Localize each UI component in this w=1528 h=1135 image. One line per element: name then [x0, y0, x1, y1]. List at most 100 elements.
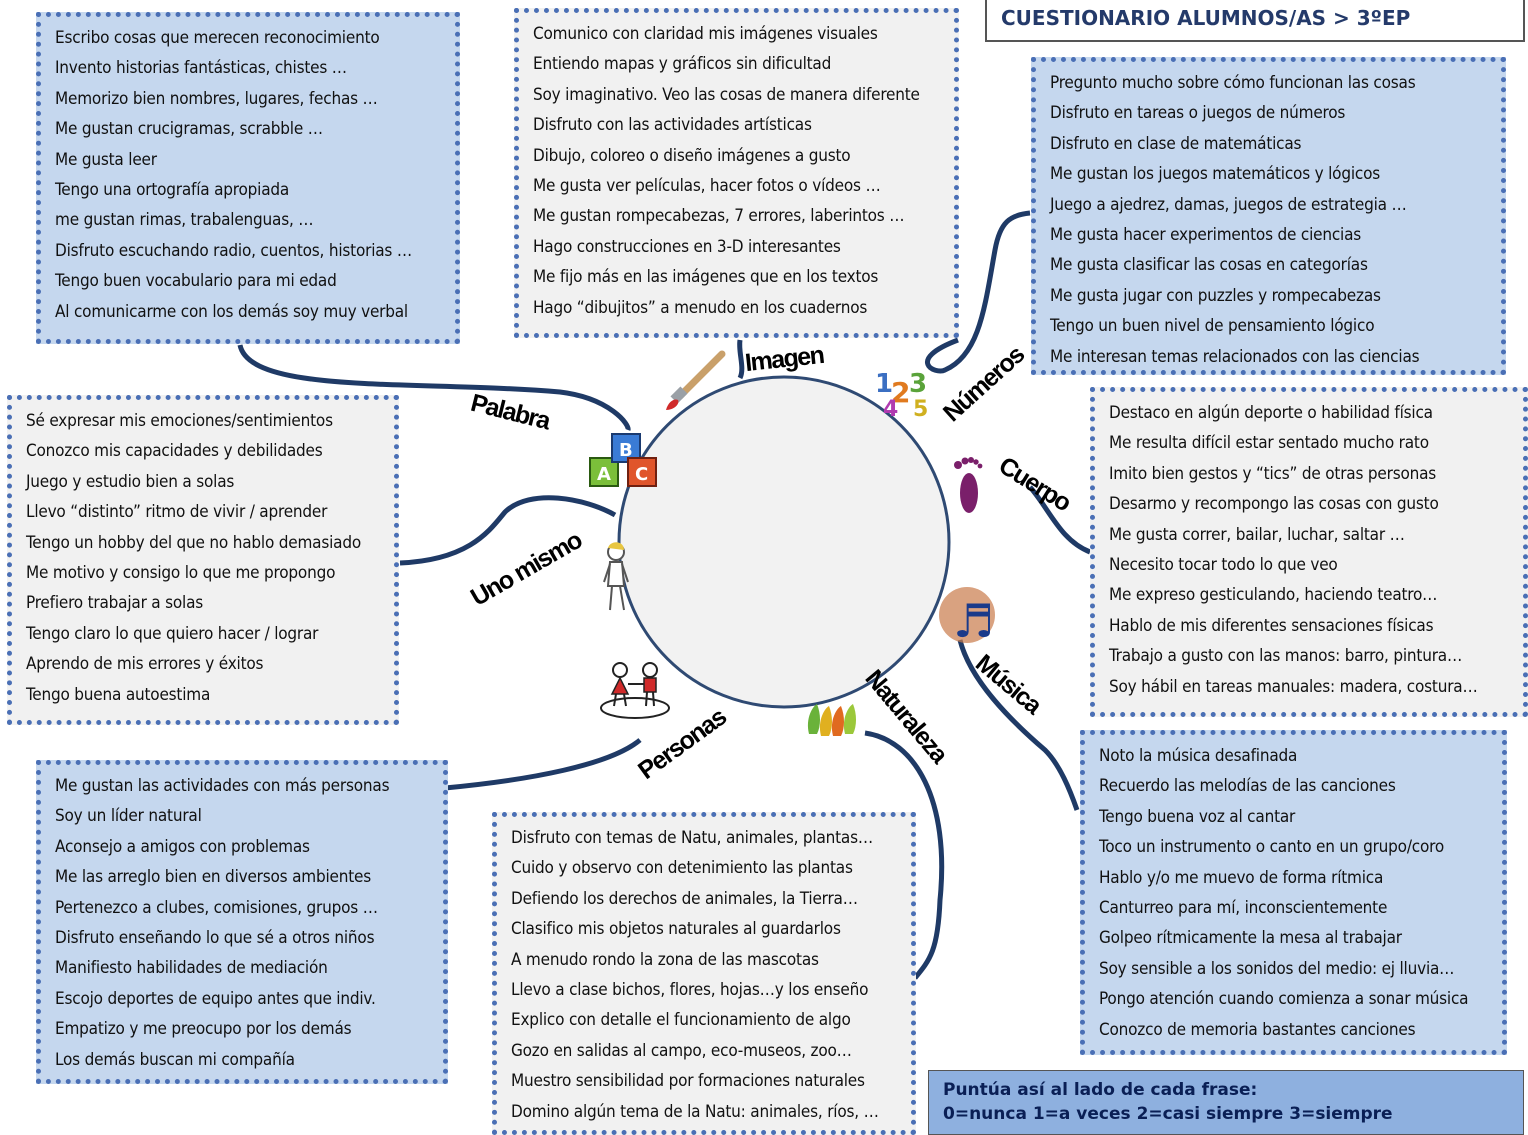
list-item: Aprendo de mis errores y éxitos [26, 654, 264, 675]
connector-uno-mismo [399, 495, 617, 566]
list-item: Manifiesto habilidades de mediación [55, 958, 328, 979]
box-cuerpo: Destaco en algún deporte o habilidad fís… [1090, 387, 1528, 717]
list-item: Pertenezco a clubes, comisiones, grupos … [55, 897, 378, 918]
connector-cuerpo [1028, 485, 1092, 555]
list-item: Trabajo a gusto con las manos: barro, pi… [1109, 646, 1463, 667]
treble-clef-icon: ♬ [939, 587, 995, 645]
list-imagen: Comunico con claridad mis imágenes visua… [533, 19, 942, 323]
list-item: Tengo claro lo que quiero hacer / lograr [26, 623, 319, 644]
list-item: Invento historias fantásticas, chistes … [55, 58, 347, 79]
list-item: Memorizo bien nombres, lugares, fechas … [55, 88, 378, 109]
list-item: me gustan rimas, trabalenguas, … [55, 210, 314, 231]
list-item: Pregunto mucho sobre cómo funcionan las … [1050, 73, 1416, 93]
list-item: Me gusta hacer experimentos de ciencias [1050, 225, 1362, 246]
list-item: Canturreo para mí, inconscientemente [1099, 898, 1388, 919]
connector-personas [444, 738, 642, 791]
list-item: Recuerdo las melodías de las canciones [1099, 776, 1396, 797]
list-item: Cuido y observo con detenimiento las pla… [511, 858, 853, 879]
connector-imagen [737, 339, 745, 380]
connector-musica [957, 639, 1080, 811]
list-item: Toco un instrumento o canto en un grupo/… [1099, 837, 1445, 858]
svg-text:B: B [619, 440, 633, 461]
list-item: Juego a ajedrez, damas, juegos de estrat… [1050, 194, 1407, 215]
list-item: Soy hábil en tareas manuales: madera, co… [1109, 676, 1478, 697]
list-item: Me gustan crucigramas, scrabble … [55, 119, 323, 140]
list-item: Disfruto enseñando lo que sé a otros niñ… [55, 928, 375, 949]
box-imagen: Comunico con claridad mis imágenes visua… [514, 8, 959, 338]
page-title: CUESTIONARIO ALUMNOS/AS > 3ºEP [1001, 6, 1411, 30]
list-item: Explico con detalle el funcionamiento de… [511, 1010, 851, 1031]
list-item: Prefiero trabajar a solas [26, 593, 204, 614]
list-item: Tengo buena voz al cantar [1099, 806, 1296, 827]
box-personas: Me gustan las actividades con más person… [36, 760, 448, 1084]
list-naturaleza: Disfruto con temas de Natu, animales, pl… [511, 823, 899, 1127]
list-item: Pongo atención cuando comienza a sonar m… [1099, 989, 1469, 1010]
scoring-legend: Puntúa así al lado de cada frase: 0=nunc… [928, 1070, 1524, 1135]
svg-text:3: 3 [909, 369, 927, 399]
list-item: Domino algún tema de la Natu: animales, … [511, 1101, 879, 1122]
list-item: Golpeo rítmicamente la mesa al trabajar [1099, 928, 1402, 949]
connector-naturaleza [864, 730, 945, 980]
list-item: Me resulta difícil estar sentado mucho r… [1109, 433, 1429, 454]
list-item: Llevo a clase bichos, flores, hojas…y lo… [511, 980, 869, 1001]
list-item: Disfruto en tareas o juegos de números [1050, 103, 1346, 124]
list-item: Me gustan rompecabezas, 7 errores, laber… [533, 206, 905, 227]
list-item: Me motivo y consigo lo que me propongo [26, 563, 336, 584]
list-item: Entiendo mapas y gráficos sin dificultad [533, 54, 832, 75]
person-icon [603, 542, 629, 611]
list-item: Me gusta ver películas, hacer fotos o ví… [533, 176, 881, 197]
paintbrush-icon [666, 350, 726, 410]
list-item: Juego y estudio bien a solas [26, 471, 235, 492]
list-palabra: Escribo cosas que merecen reconocimiento… [55, 23, 443, 327]
list-item: Hago construcciones en 3-D interesantes [533, 236, 841, 257]
list-item: Destaco en algún deporte o habilidad fís… [1109, 403, 1433, 423]
list-item: Desarmo y recompongo las cosas con gusto [1109, 494, 1439, 515]
list-item: Clasifico mis objetos naturales al guard… [511, 919, 841, 940]
center-circle [617, 375, 951, 709]
list-item: Aconsejo a amigos con problemas [55, 836, 310, 857]
svg-text:♬: ♬ [953, 594, 994, 645]
box-numeros: Pregunto mucho sobre cómo funcionan las … [1031, 57, 1506, 375]
connector-numeros [925, 210, 1031, 374]
list-item: Empatizo y me preocupo por los demás [55, 1019, 352, 1040]
list-item: Me gustan los juegos matemáticos y lógic… [1050, 164, 1381, 185]
list-numeros: Pregunto mucho sobre cómo funcionan las … [1050, 68, 1489, 372]
list-item: Me gustan las actividades con más person… [55, 776, 390, 796]
list-item: Tengo un buen nivel de pensamiento lógic… [1050, 316, 1375, 337]
svg-text:C: C [635, 464, 648, 485]
list-item: Muestro sensibilidad por formaciones nat… [511, 1071, 865, 1092]
list-item: Me gusta leer [55, 149, 157, 170]
list-cuerpo: Destaco en algún deporte o habilidad fís… [1109, 398, 1511, 702]
svg-text:1: 1 [875, 369, 893, 399]
legend-line-2: 0=nunca 1=a veces 2=casi siempre 3=siemp… [943, 1104, 1393, 1124]
list-item: Conozco de memoria bastantes canciones [1099, 1019, 1416, 1040]
list-item: Conozco mis capacidades y debilidades [26, 441, 323, 462]
list-item: Hablo de mis diferentes sensaciones físi… [1109, 615, 1434, 636]
list-item: Imito bien gestos y “tics” de otras pers… [1109, 463, 1437, 484]
leaves-icon [807, 704, 856, 736]
list-item: Tengo un hobby del que no hablo demasiad… [26, 532, 362, 553]
list-item: Soy imaginativo. Veo las cosas de manera… [533, 84, 920, 105]
list-item: Escribo cosas que merecen reconocimiento [55, 28, 380, 48]
svg-text:A: A [597, 464, 611, 485]
list-item: A menudo rondo la zona de las mascotas [511, 949, 819, 970]
svg-text:4: 4 [883, 397, 898, 418]
list-item: Me gusta clasificar las cosas en categor… [1050, 255, 1368, 276]
list-item: Noto la música desafinada [1099, 746, 1298, 766]
list-item: Hablo y/o me muevo de forma rítmica [1099, 867, 1384, 888]
box-palabra: Escribo cosas que merecen reconocimiento… [36, 12, 460, 344]
connector-palabra [237, 344, 631, 431]
list-item: Disfruto con temas de Natu, animales, pl… [511, 828, 873, 848]
abc-blocks-icon: A B C [589, 433, 657, 487]
list-item: Llevo “distinto” ritmo de vivir / aprend… [26, 502, 328, 523]
list-item: Me gusta correr, bailar, luchar, saltar … [1109, 524, 1405, 545]
numbers-icon: 1 2 3 4 5 [875, 369, 928, 418]
title-banner: CUESTIONARIO ALUMNOS/AS > 3ºEP [985, 0, 1525, 42]
list-item: Me fijo más en las imágenes que en los t… [533, 267, 879, 288]
list-item: Disfruto con las actividades artísticas [533, 115, 812, 136]
list-item: Comunico con claridad mis imágenes visua… [533, 24, 878, 44]
svg-text:2: 2 [891, 376, 910, 409]
